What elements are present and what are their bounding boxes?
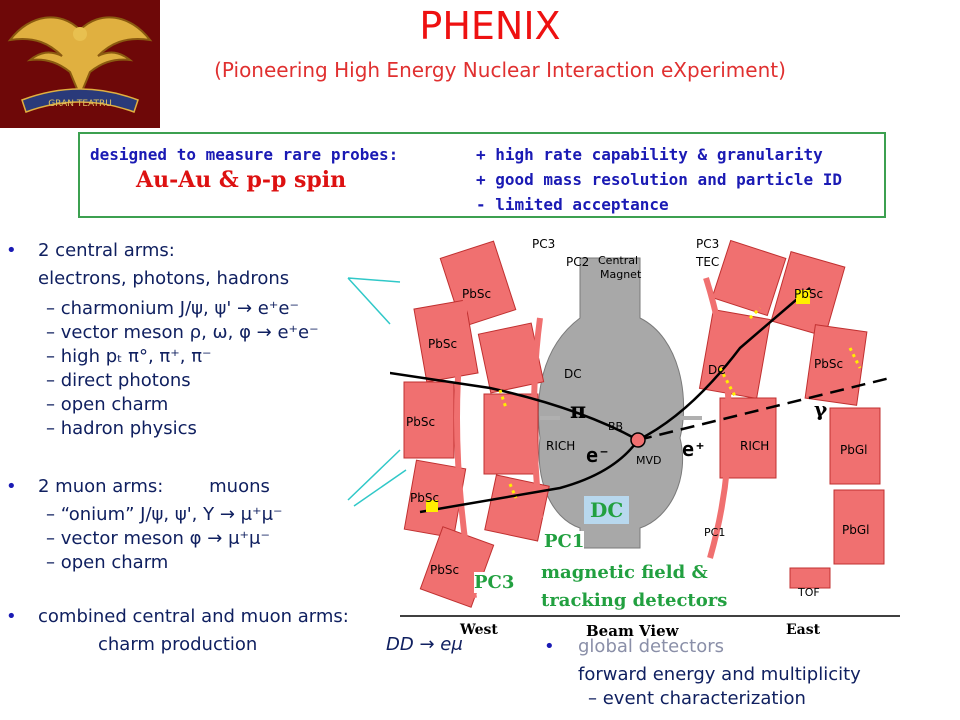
tracking-callout: tracking detectors (541, 590, 728, 611)
pc1-callout: PC1 (544, 531, 585, 552)
hit-cluster (796, 290, 810, 304)
electron-label: e⁻ (586, 443, 610, 467)
pc3-label: PC3 (696, 237, 719, 251)
combined-heading: combined central and muon arms: (38, 606, 349, 627)
pbsc-label: PbSc (794, 287, 823, 301)
bb-label: BB (608, 420, 623, 433)
list-item: – vector meson ρ, ω, φ → e⁺e⁻ (46, 322, 319, 343)
magnetic-callout: magnetic field & (541, 562, 708, 583)
pc2-label: PC2 (566, 255, 589, 269)
global-sub: forward energy and multiplicity (578, 664, 861, 685)
beam-view-label: Beam View (586, 622, 680, 638)
bullet-icon: • (6, 476, 17, 497)
east-label: East (786, 622, 821, 638)
dc-label: DC (564, 367, 582, 381)
box-minus-1: - limited acceptance (476, 195, 669, 214)
pion-label: π (570, 398, 586, 424)
pbgl-label: PbGl (842, 523, 870, 537)
tof-label: TOF (797, 586, 820, 599)
pbsc-label: PbSc (410, 491, 439, 505)
list-item: – “onium” J/ψ, ψ', Υ → μ⁺μ⁻ (46, 504, 283, 525)
page-title: PHENIX (419, 4, 561, 48)
list-item: – high pₜ π°, π⁺, π⁻ (46, 346, 212, 367)
pbgl-label: PbGl (840, 443, 868, 457)
phenix-beam-view-diagram: PbSc PbSc PbSc PbSc PbSc PbSc PbSc PbGl … (390, 237, 900, 638)
callout-lines (347, 277, 407, 507)
pc1-label: PC1 (704, 526, 725, 539)
pc3-callout: PC3 (474, 572, 515, 593)
central-magnet (537, 257, 685, 549)
muon-heading: 2 muon arms: muons (38, 476, 270, 497)
pion-track (390, 371, 639, 442)
central-heading: 2 central arms: (38, 240, 175, 261)
list-item: – hadron physics (46, 418, 197, 439)
west-arm (403, 240, 550, 608)
west-label: West (459, 622, 498, 638)
mvd-label: MVD (636, 454, 662, 467)
list-item: – direct photons (46, 370, 191, 391)
bullet-icon: • (6, 606, 17, 627)
list-item: – event characterization (588, 688, 806, 709)
list-item: – open charm (46, 552, 169, 573)
logo: GRAN TEATRU (0, 0, 160, 128)
hit-cluster (426, 500, 438, 512)
logo-text: GRAN TEATRU (48, 99, 112, 109)
combined-formula: DD → eμ (386, 634, 463, 655)
pbsc-label: PbSc (428, 337, 457, 351)
positron-label: e⁺ (682, 437, 706, 461)
electron-track (419, 439, 640, 514)
central-magnet-label: Central (598, 254, 638, 267)
tec-label: TEC (695, 255, 719, 269)
pbsc-label: PbSc (406, 415, 435, 429)
central-sub: electrons, photons, hadrons (38, 268, 290, 289)
list-item: – open charm (46, 394, 169, 415)
rich-label: RICH (740, 439, 769, 453)
collision-systems: Au-Au & p-p spin (136, 167, 347, 193)
rich-label: RICH (546, 439, 575, 453)
bullet-icon: • (544, 636, 555, 657)
dc-callout: DC (584, 496, 630, 524)
list-item: – vector meson φ → μ⁺μ⁻ (46, 528, 270, 549)
combined-sub: charm production (98, 634, 258, 655)
box-plus-2: + good mass resolution and particle ID (476, 170, 843, 189)
central-magnet-label: Magnet (600, 268, 642, 281)
box-plus-1: + high rate capability & granularity (476, 145, 823, 164)
eagle-logo-icon: GRAN TEATRU (0, 0, 160, 128)
global-heading: global detectors (578, 636, 724, 657)
probes-box (78, 132, 886, 218)
gamma-label: γ (814, 397, 828, 421)
collision-vertex (630, 432, 646, 448)
positron-track (637, 287, 811, 442)
dc-label: DC (708, 363, 726, 377)
probes-heading: designed to measure rare probes: (90, 145, 399, 164)
pbsc-label: PbSc (462, 287, 491, 301)
page-subtitle: (Pioneering High Energy Nuclear Interact… (214, 58, 786, 82)
pbsc-label: PbSc (430, 563, 459, 577)
pc3-label: PC3 (532, 237, 555, 251)
pbsc-label: PbSc (814, 357, 843, 371)
bullet-icon: • (6, 240, 17, 261)
list-item: – charmonium J/ψ, ψ' → e⁺e⁻ (46, 298, 299, 319)
